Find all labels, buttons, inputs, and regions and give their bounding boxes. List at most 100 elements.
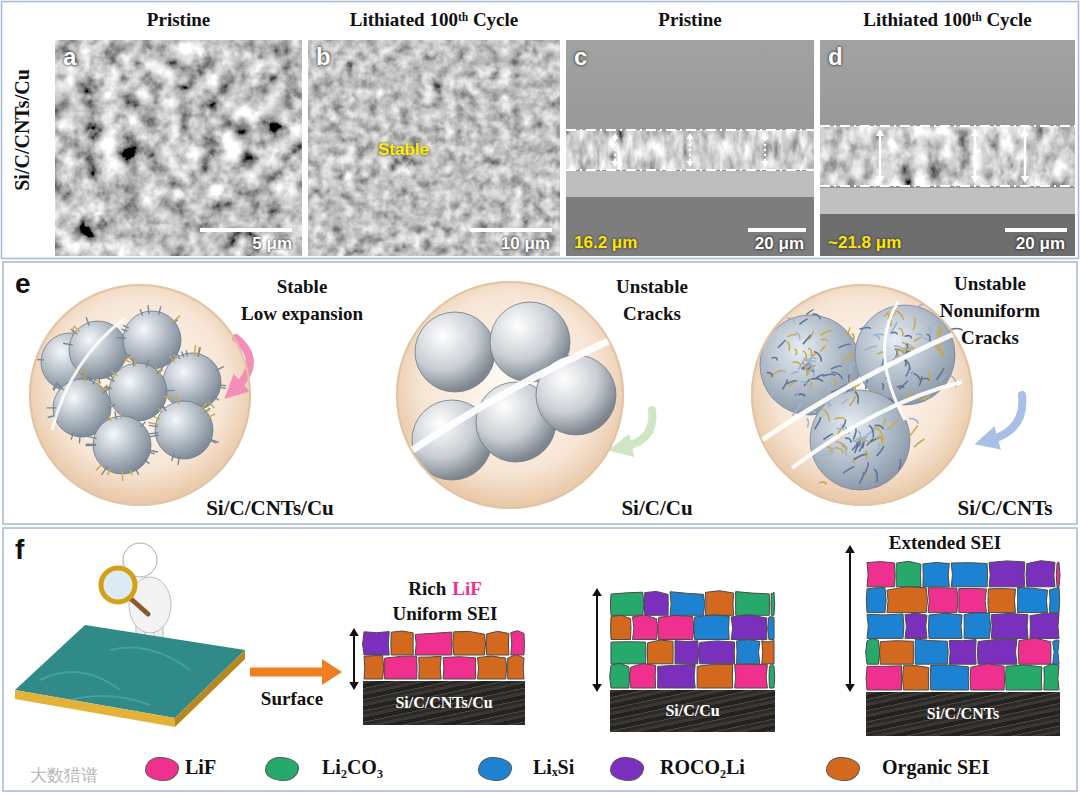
sei-component <box>385 656 418 679</box>
cnt-fiber <box>798 358 804 370</box>
cnt-fiber <box>159 306 161 314</box>
scale-bar-label: 10 μm <box>501 234 550 254</box>
sei-component <box>978 639 1018 664</box>
cnt-fiber <box>877 438 885 440</box>
cnt-fiber <box>937 344 944 347</box>
copper-layer <box>566 171 814 197</box>
sei-component <box>949 640 976 665</box>
cnt-fiber <box>806 419 808 428</box>
cnt-fiber <box>201 402 207 410</box>
particle-disc <box>751 284 973 506</box>
arrowhead <box>349 682 359 690</box>
cnt-fiber <box>108 404 116 408</box>
cnt-fiber <box>209 439 219 443</box>
cnt-fiber <box>905 336 912 339</box>
sei-component <box>923 563 949 587</box>
cnt-fiber <box>886 430 893 432</box>
arrowhead <box>845 545 855 553</box>
sei-component <box>697 664 733 688</box>
sei-component <box>1026 561 1055 587</box>
legend-text: Organic SEI <box>882 756 989 779</box>
cnt-fiber <box>866 379 872 386</box>
dashed-boundary <box>566 169 814 171</box>
cnt-fiber <box>148 305 149 314</box>
arrow-label: Surface <box>261 688 323 710</box>
arrowhead <box>592 588 602 596</box>
sei-component <box>610 592 644 615</box>
copper-layer <box>820 188 1075 214</box>
cnt-fiber <box>803 335 811 344</box>
cnt-fiber <box>177 395 179 405</box>
cnt-fiber <box>848 365 850 374</box>
schematic-panel: eStableLow expansionSi/C/CNTs/CuUnstable… <box>3 262 1077 524</box>
sei-component <box>443 657 476 679</box>
cnt-fiber <box>913 317 915 330</box>
cnt-fiber <box>799 319 807 324</box>
cnt-fiber <box>177 353 180 359</box>
cnt-fiber <box>778 340 786 348</box>
cnt-fiber <box>148 450 159 452</box>
cnt-fiber <box>71 329 78 334</box>
crack-line <box>885 302 905 420</box>
panel-letter: d <box>828 43 843 71</box>
cnt-fiber <box>819 482 827 485</box>
arrowhead <box>876 176 884 183</box>
panel-letter: e <box>15 268 31 300</box>
cnt-fiber <box>890 322 897 334</box>
particles <box>37 302 963 490</box>
sei-component <box>453 631 486 655</box>
sei-component <box>511 631 525 655</box>
circle-border <box>397 282 623 508</box>
cnt-fiber <box>842 419 846 428</box>
cnt-fiber <box>107 468 110 475</box>
sei-component <box>771 592 775 615</box>
sei-component <box>363 632 390 655</box>
cnt-fiber <box>889 420 899 429</box>
cnt-fiber <box>794 349 797 355</box>
cnt-fiber <box>148 423 158 425</box>
cnt-fiber <box>803 363 807 376</box>
circle-border <box>30 285 250 505</box>
legend-text: LiF <box>185 756 216 779</box>
sei-component <box>970 664 1005 690</box>
substrate-box: Si/C/CNTs <box>866 692 1060 736</box>
sei-component <box>988 589 1016 613</box>
panel-frame <box>3 528 1077 791</box>
cnt-fiber <box>833 378 835 387</box>
double-arrow-shaft <box>614 139 616 161</box>
sei-component <box>867 614 904 639</box>
sei-component <box>866 638 880 664</box>
cnt-fiber <box>919 376 922 386</box>
cnt-fiber <box>831 372 842 379</box>
cnt-fiber <box>811 379 823 382</box>
panel-heading: Pristine <box>147 9 210 31</box>
cnt-fiber <box>861 435 868 444</box>
arrowhead <box>349 628 359 636</box>
cnt-fiber <box>204 409 209 413</box>
particle <box>109 363 167 421</box>
legend-swatch <box>478 757 512 781</box>
sei-component <box>658 615 694 639</box>
particle-circle: UnstableCracksSi/C/Cu <box>395 280 625 510</box>
cnt-fiber <box>767 373 773 378</box>
legend-swatch <box>145 757 179 781</box>
sei-component <box>706 591 734 616</box>
sei-component <box>736 592 770 616</box>
legend-swatch <box>826 757 860 781</box>
cnt-fiber <box>849 396 856 406</box>
cnt-fiber <box>84 373 86 382</box>
sem-background <box>566 197 814 256</box>
arrowhead <box>971 176 979 183</box>
cnt-fiber <box>843 467 854 473</box>
dashed-boundary <box>820 185 1075 187</box>
sei-component <box>915 639 948 664</box>
scale-bar-label: 5 μm <box>252 234 292 254</box>
double-arrow-shaft <box>879 136 882 176</box>
legend-swatch <box>610 757 644 781</box>
sem-cross-section <box>820 40 1075 256</box>
cnt-fiber <box>117 337 127 339</box>
particle-circle: UnstableNonuniform CracksSi/C/CNTs <box>750 283 974 507</box>
cnt-fiber <box>141 422 146 427</box>
cnt-fiber <box>198 347 200 356</box>
cnt-fiber <box>134 360 136 366</box>
